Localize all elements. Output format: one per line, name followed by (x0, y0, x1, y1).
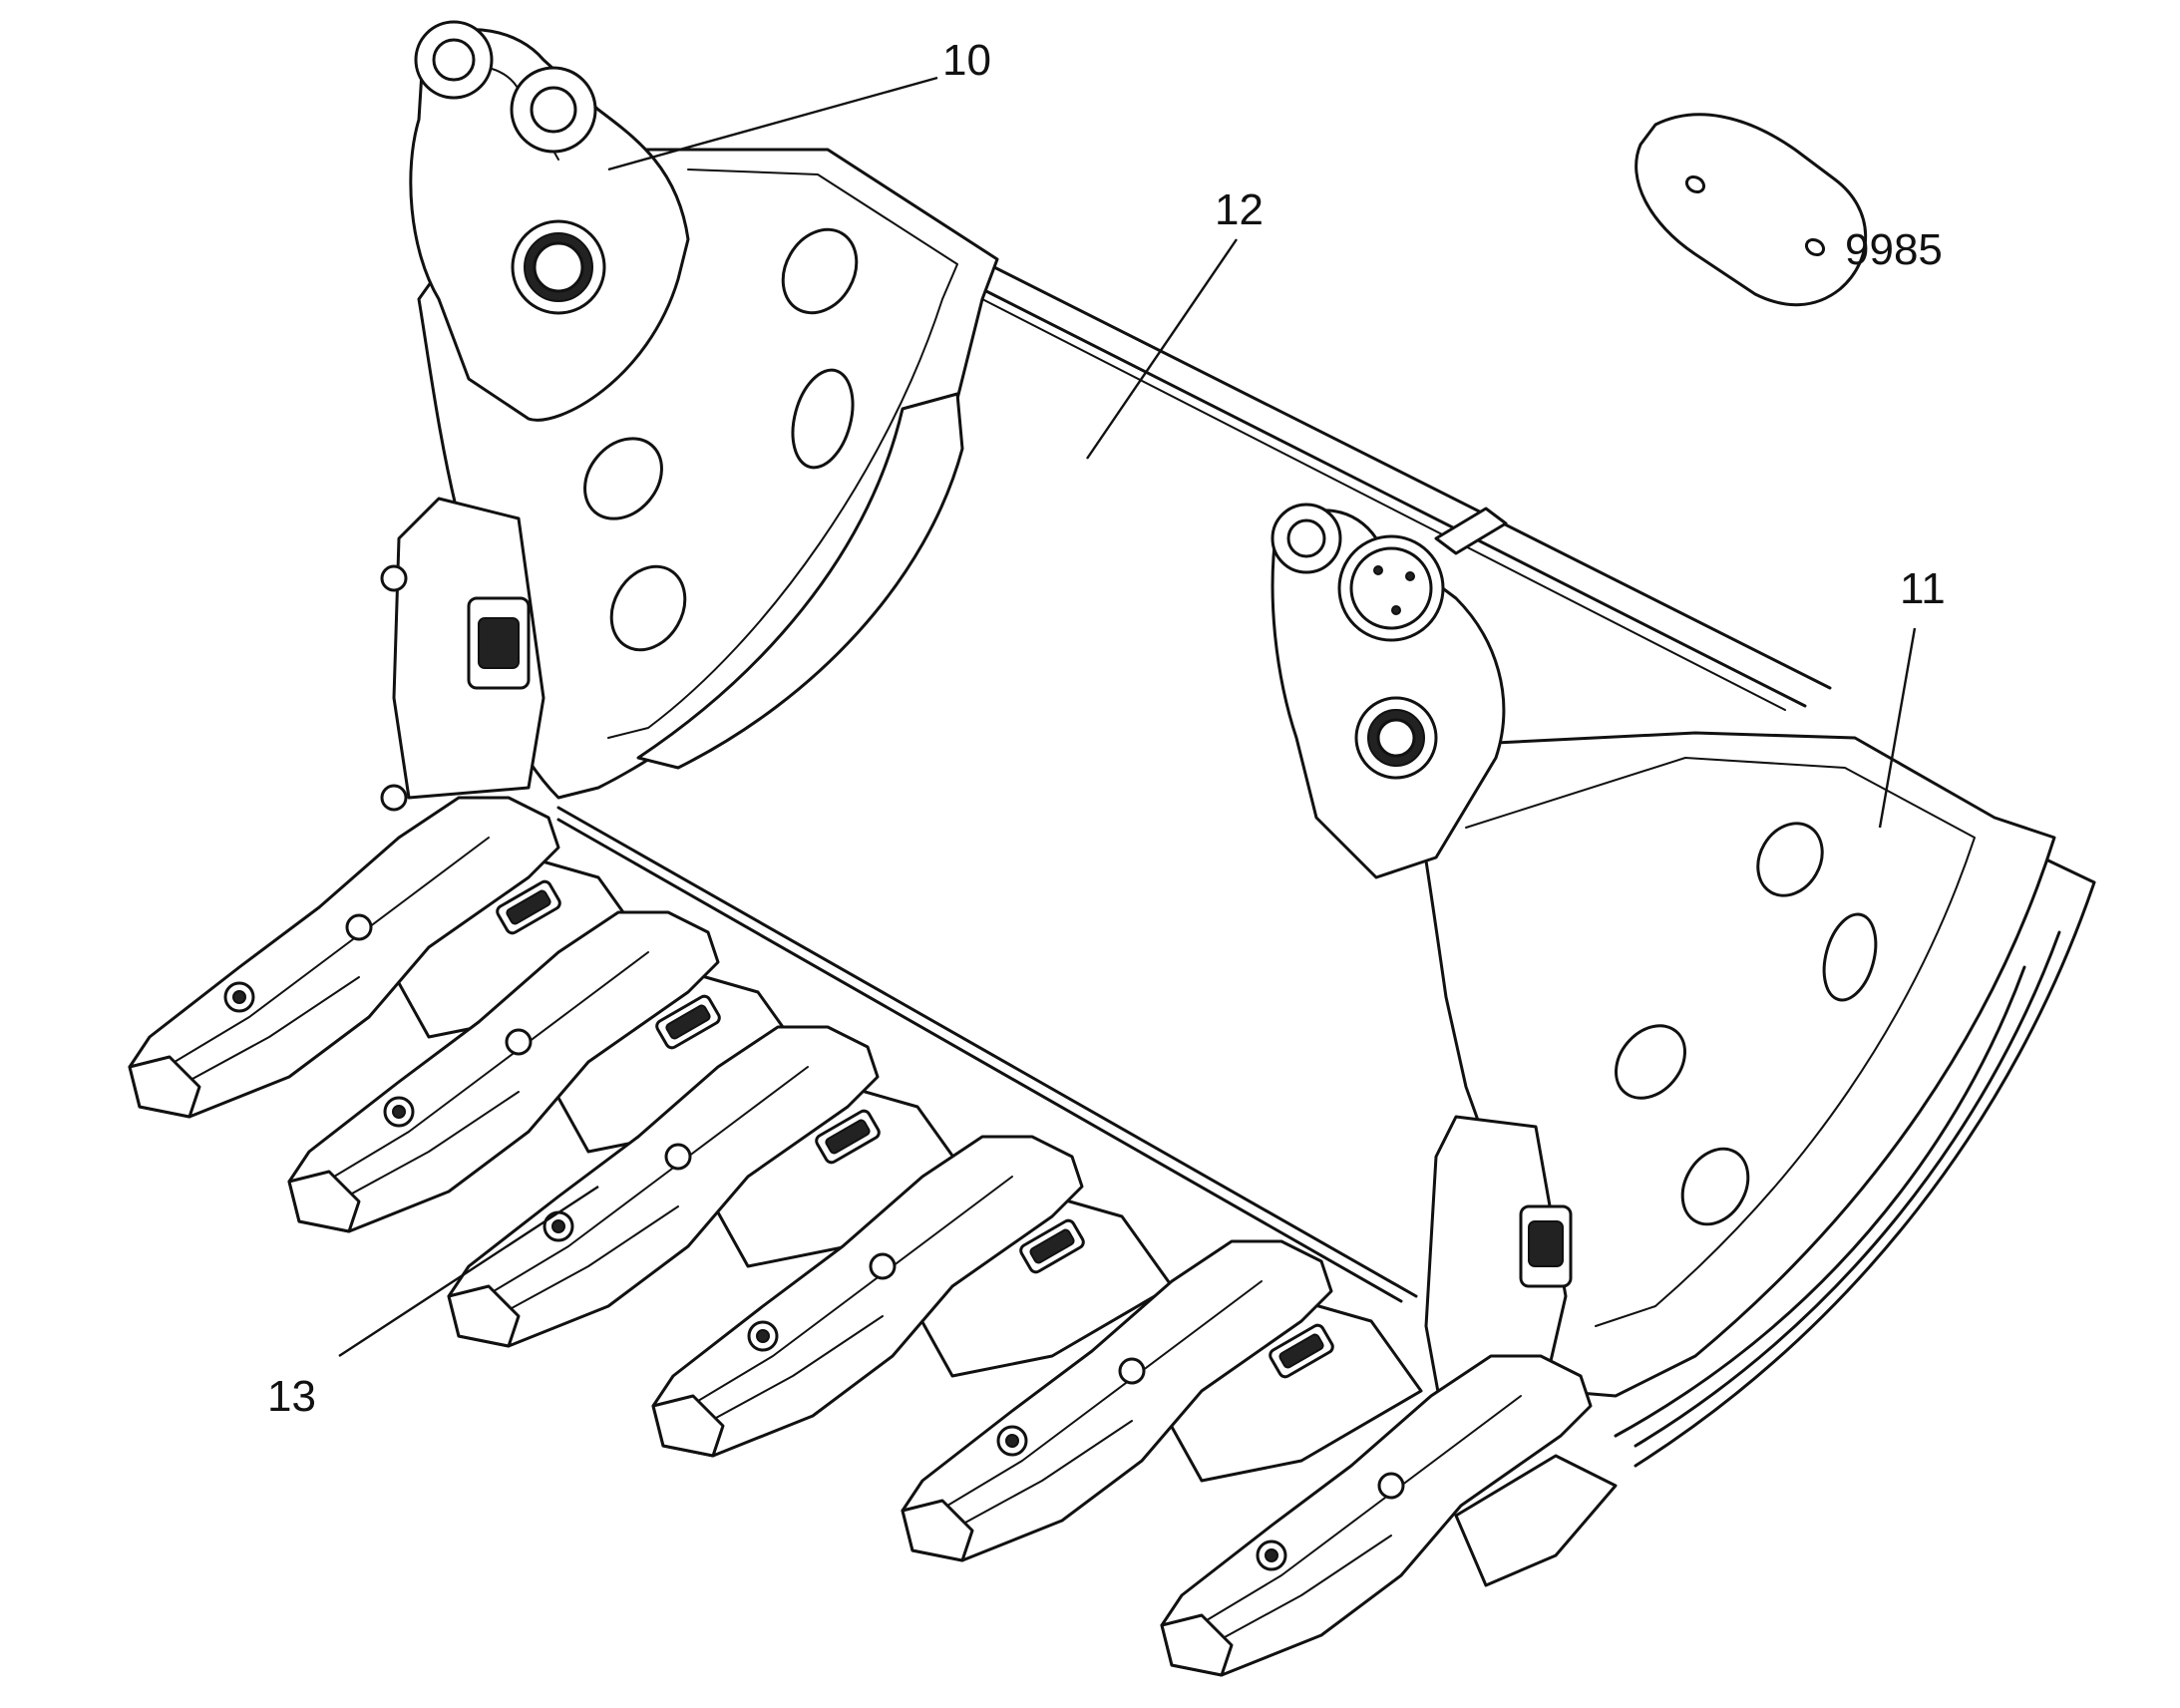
callout-9985: 9985 (1845, 225, 1943, 274)
tooth-pin (505, 1028, 533, 1056)
callout-12: 12 (1215, 185, 1264, 234)
tooth-assembly (447, 1025, 969, 1348)
tooth-assembly (901, 1239, 1423, 1562)
tooth-ridge (159, 976, 360, 1098)
tooth-pin-center (551, 1219, 565, 1233)
tooth-adapter (287, 910, 720, 1233)
tooth-assembly (651, 1135, 1174, 1458)
callout-10: 10 (942, 36, 991, 85)
tooth-adapter (901, 1239, 1333, 1562)
tooth-pin (1377, 1472, 1405, 1500)
plate (1635, 113, 1868, 307)
tooth-pin (869, 1252, 897, 1280)
tooth-assembly (1160, 1354, 1593, 1677)
tooth-ridge (931, 1420, 1133, 1541)
tooth-tip (1160, 1613, 1234, 1677)
tooth-pin (345, 913, 373, 941)
tooth-ridge (921, 1280, 1263, 1522)
tooth-adapter (1160, 1354, 1593, 1677)
leader-12 (1086, 238, 1238, 460)
tooth-tip (651, 1394, 725, 1458)
tooth-pin-center (1005, 1434, 1019, 1448)
leader-13 (338, 1185, 599, 1358)
tooth-ridge (308, 951, 649, 1193)
callouts: 10 12 9985 11 13 (267, 36, 1946, 1421)
shroud-window-fill (1029, 1228, 1075, 1264)
shroud-window-fill (825, 1119, 871, 1155)
callout-11: 11 (1900, 564, 1946, 613)
tooth-pin-center (1265, 1548, 1278, 1562)
tooth-ridge (672, 1176, 1013, 1417)
tooth-ridge (478, 1205, 679, 1327)
left-side-plate (380, 20, 999, 812)
corner-shroud (1454, 1454, 1618, 1587)
callout-13: 13 (267, 1372, 316, 1421)
tooth-pin-center (232, 990, 246, 1004)
leader-10 (607, 76, 938, 171)
tooth-ridge (318, 1091, 520, 1212)
tooth-adapter (128, 796, 560, 1119)
tooth-ridge (1191, 1535, 1392, 1656)
tooth-tip (287, 1170, 361, 1233)
shroud-window-fill (1278, 1333, 1324, 1369)
tooth-pin (664, 1143, 692, 1171)
tooth-tip (901, 1499, 974, 1562)
tooth-tip (128, 1055, 201, 1119)
tooth-pin-center (756, 1329, 770, 1343)
tooth-pin-center (392, 1105, 406, 1119)
tooth-ridge (149, 837, 490, 1078)
shroud-window-fill (506, 889, 551, 925)
tooth-ridge (682, 1315, 884, 1437)
tooth-ridge (468, 1066, 809, 1307)
tooth-pin (1118, 1357, 1146, 1385)
tooth-row (128, 796, 1618, 1677)
tooth-adapter (447, 1025, 880, 1348)
leader-11 (1878, 627, 1917, 829)
tooth-ridge (1181, 1395, 1522, 1636)
tooth-tip (447, 1284, 521, 1348)
tooth-adapter (651, 1135, 1084, 1458)
shroud-window-fill (665, 1004, 711, 1040)
tooth-assembly (128, 796, 650, 1119)
